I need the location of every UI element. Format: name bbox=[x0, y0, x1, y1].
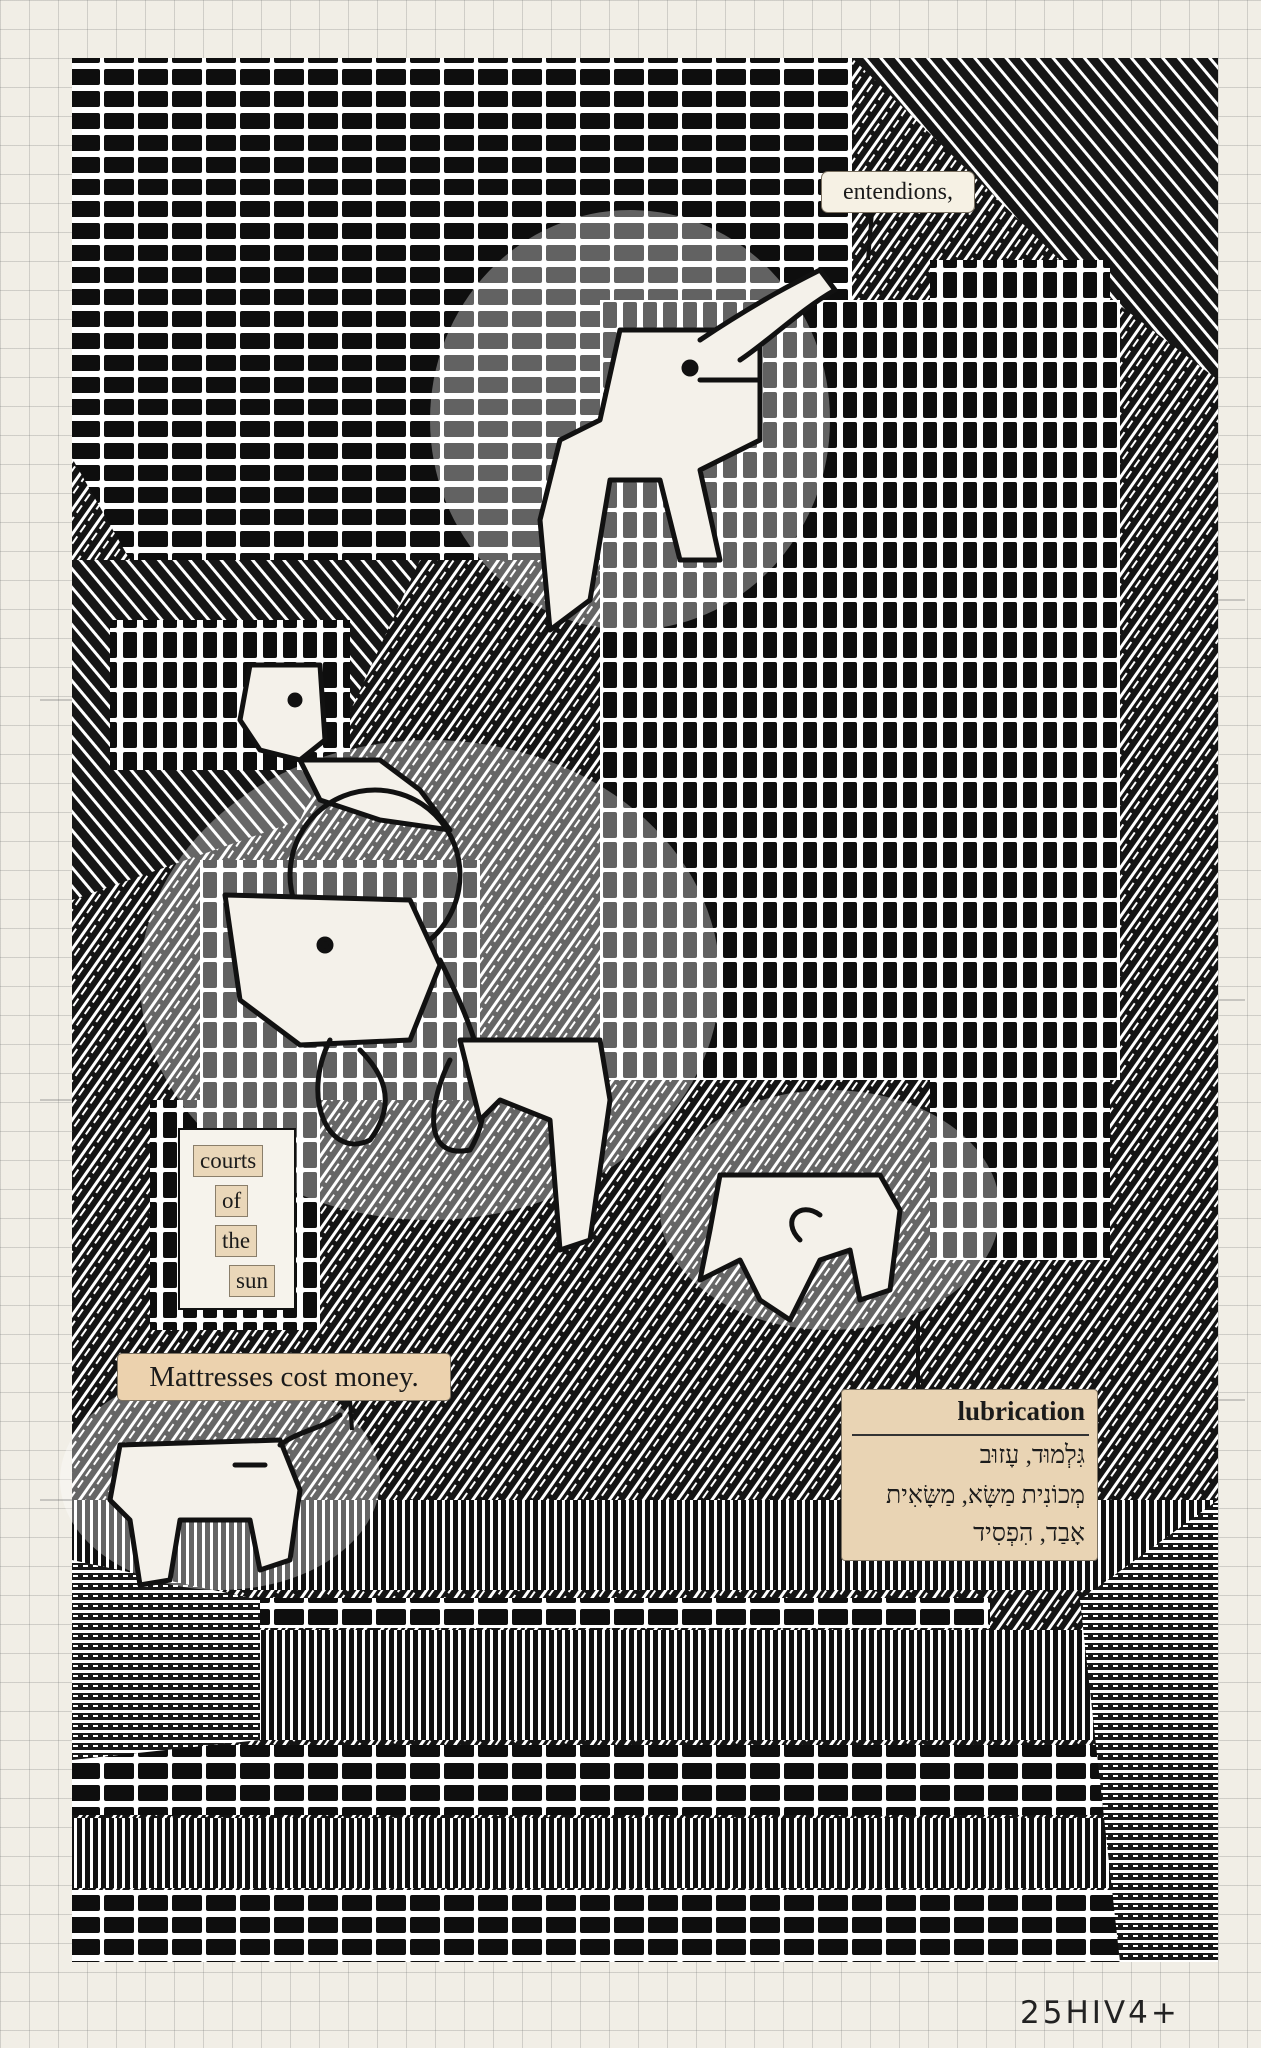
brick-band-5 bbox=[72, 1890, 1218, 1962]
lubrication-title: lubrication bbox=[957, 1396, 1085, 1426]
clipping-word-sun: sun bbox=[230, 1266, 274, 1296]
dotted-band bbox=[230, 1598, 990, 1628]
clipping-lubrication: lubrication גִּלְמוּד, עָזוּב מְכוֹנִית … bbox=[842, 1390, 1097, 1560]
creature-small-head bbox=[237, 662, 453, 833]
fringe-band-2 bbox=[72, 1630, 1218, 1740]
brick-taper bbox=[72, 458, 660, 560]
brick-band-3 bbox=[72, 1745, 1218, 1815]
clipping-word-courts: courts bbox=[194, 1146, 263, 1176]
hatch-zone-ne bbox=[852, 58, 1218, 380]
hebrew-line-3: אָבַד, הִפְסִיד bbox=[973, 1520, 1085, 1547]
hatch-zone-se bbox=[1080, 1500, 1218, 1962]
creature-center bbox=[222, 787, 613, 1253]
creature-right bbox=[697, 1172, 903, 1323]
clipping-mattresses: Mattresses cost money. bbox=[118, 1354, 450, 1400]
hatch-zone-sw bbox=[72, 1560, 260, 1760]
signature-code: 25HIV4+ bbox=[1020, 1995, 1180, 2031]
creature-bottom-left bbox=[107, 1412, 343, 1588]
lubrication-divider bbox=[852, 1434, 1089, 1436]
hebrew-line-2: מְכוֹנִית מַשָּׂא, מַשָּׂאִית bbox=[886, 1482, 1085, 1509]
brick-columns-inner bbox=[930, 260, 1110, 1260]
clipping-word-of: of bbox=[216, 1186, 248, 1216]
fringe-band-4 bbox=[72, 1818, 1218, 1888]
clipping-entendions: entendions, bbox=[822, 172, 974, 212]
clipping-word-the: the bbox=[216, 1226, 257, 1256]
hebrew-line-1: גִּלְמוּד, עָזוּב bbox=[979, 1442, 1085, 1469]
creature-top bbox=[537, 267, 838, 633]
